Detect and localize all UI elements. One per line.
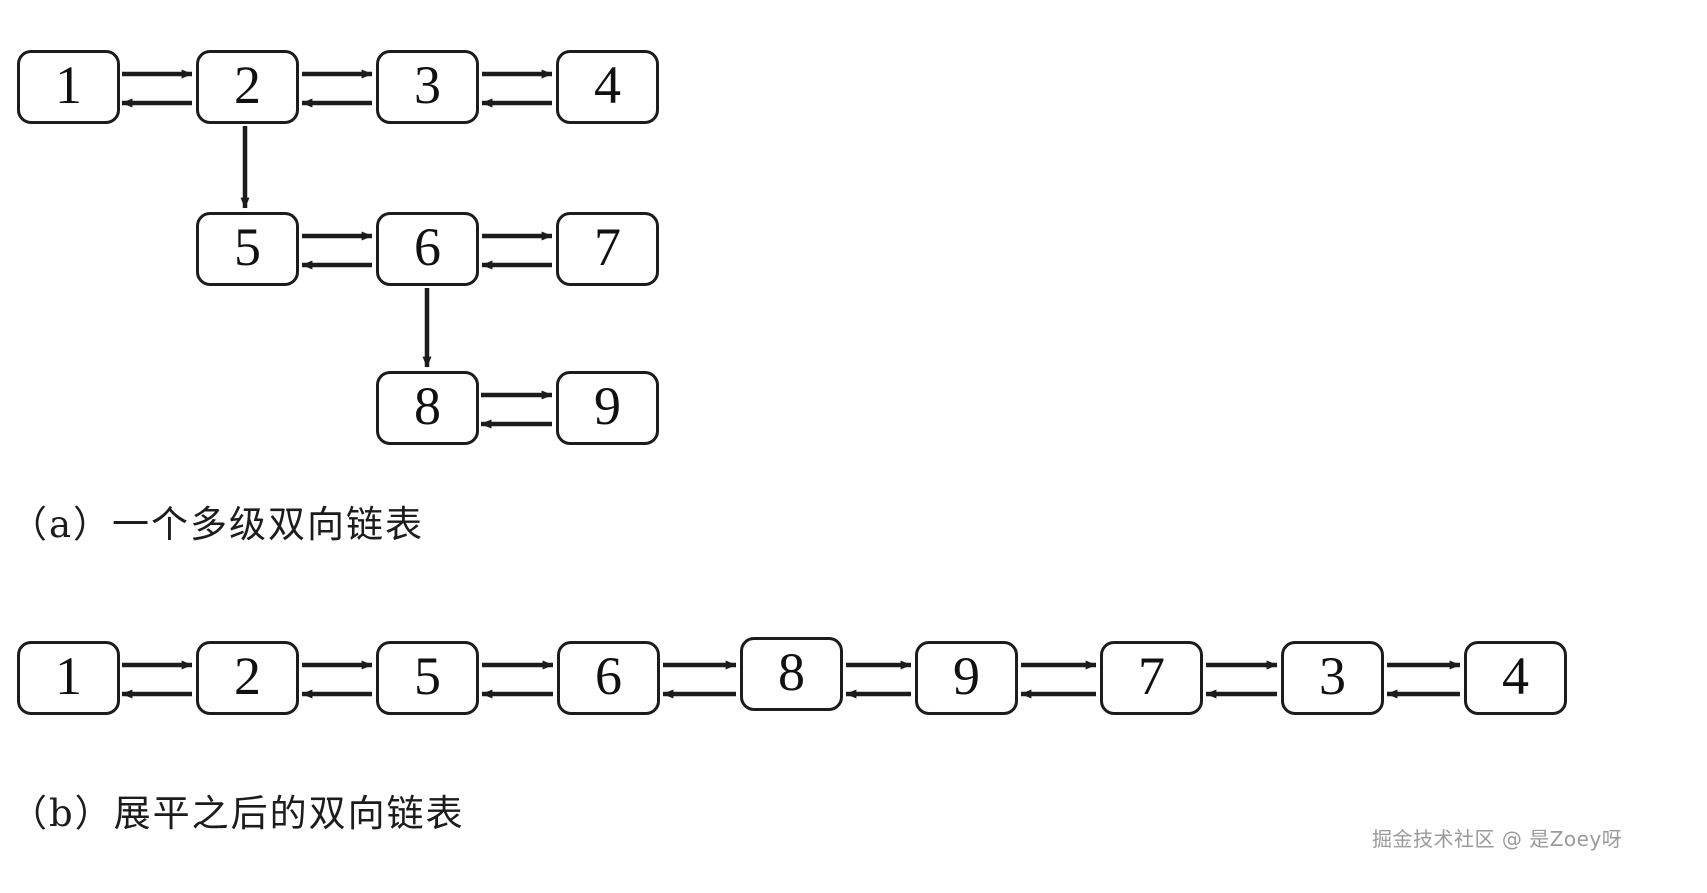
node-value: 2	[234, 55, 261, 115]
caption-a: （a）一个多级双向链表	[10, 503, 425, 546]
node-value: 7	[1138, 646, 1165, 706]
node-a-1[interactable]: 1	[17, 50, 120, 124]
node-value: 9	[594, 376, 621, 436]
node-a-4[interactable]: 4	[556, 50, 659, 124]
node-b-8[interactable]: 8	[740, 637, 843, 711]
node-b-5[interactable]: 5	[376, 641, 479, 715]
node-value: 8	[414, 376, 441, 436]
node-value: 4	[594, 55, 621, 115]
node-b-4[interactable]: 4	[1464, 641, 1567, 715]
node-value: 1	[55, 646, 82, 706]
node-value: 3	[1319, 646, 1346, 706]
node-b-2[interactable]: 2	[196, 641, 299, 715]
node-b-9[interactable]: 9	[915, 641, 1018, 715]
node-a-8[interactable]: 8	[376, 371, 479, 445]
node-a-5[interactable]: 5	[196, 212, 299, 286]
caption-b: （b）展平之后的双向链表	[10, 792, 465, 835]
node-a-7[interactable]: 7	[556, 212, 659, 286]
node-b-3[interactable]: 3	[1281, 641, 1384, 715]
node-value: 4	[1502, 646, 1529, 706]
node-value: 1	[55, 55, 82, 115]
node-b-1[interactable]: 1	[17, 641, 120, 715]
node-a-2[interactable]: 2	[196, 50, 299, 124]
node-value: 5	[234, 217, 261, 277]
node-value: 5	[414, 646, 441, 706]
node-value: 7	[594, 217, 621, 277]
node-b-6[interactable]: 6	[557, 641, 660, 715]
node-b-7[interactable]: 7	[1100, 641, 1203, 715]
node-value: 9	[953, 646, 980, 706]
node-value: 8	[778, 642, 805, 702]
watermark-credit: 掘金技术社区 @ 是Zoey呀	[1372, 827, 1623, 851]
node-value: 2	[234, 646, 261, 706]
node-a-9[interactable]: 9	[556, 371, 659, 445]
node-a-3[interactable]: 3	[376, 50, 479, 124]
node-value: 3	[414, 55, 441, 115]
node-value: 6	[414, 217, 441, 277]
node-a-6[interactable]: 6	[376, 212, 479, 286]
node-value: 6	[595, 646, 622, 706]
